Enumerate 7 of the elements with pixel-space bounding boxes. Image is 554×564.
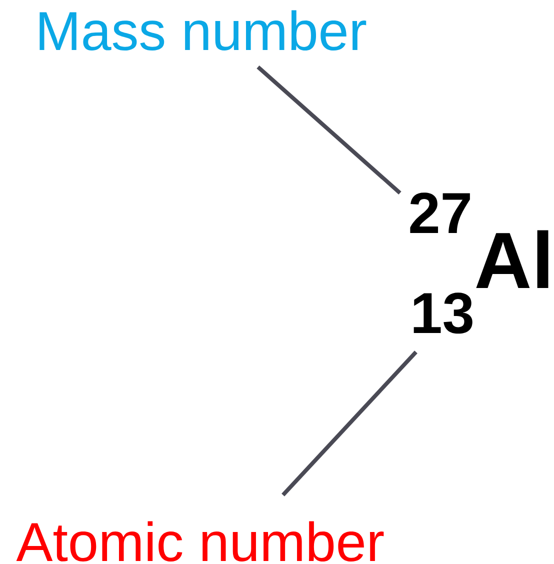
leader-text: Mass number [40, 10, 366, 51]
mass-number: 27 [410, 192, 470, 233]
atomic-number: 13 [414, 292, 472, 334]
element-symbol: Al [476, 230, 548, 288]
leader-line [282, 350, 418, 496]
leader-text: Atomic number [16, 521, 384, 562]
leader-line [256, 66, 402, 194]
